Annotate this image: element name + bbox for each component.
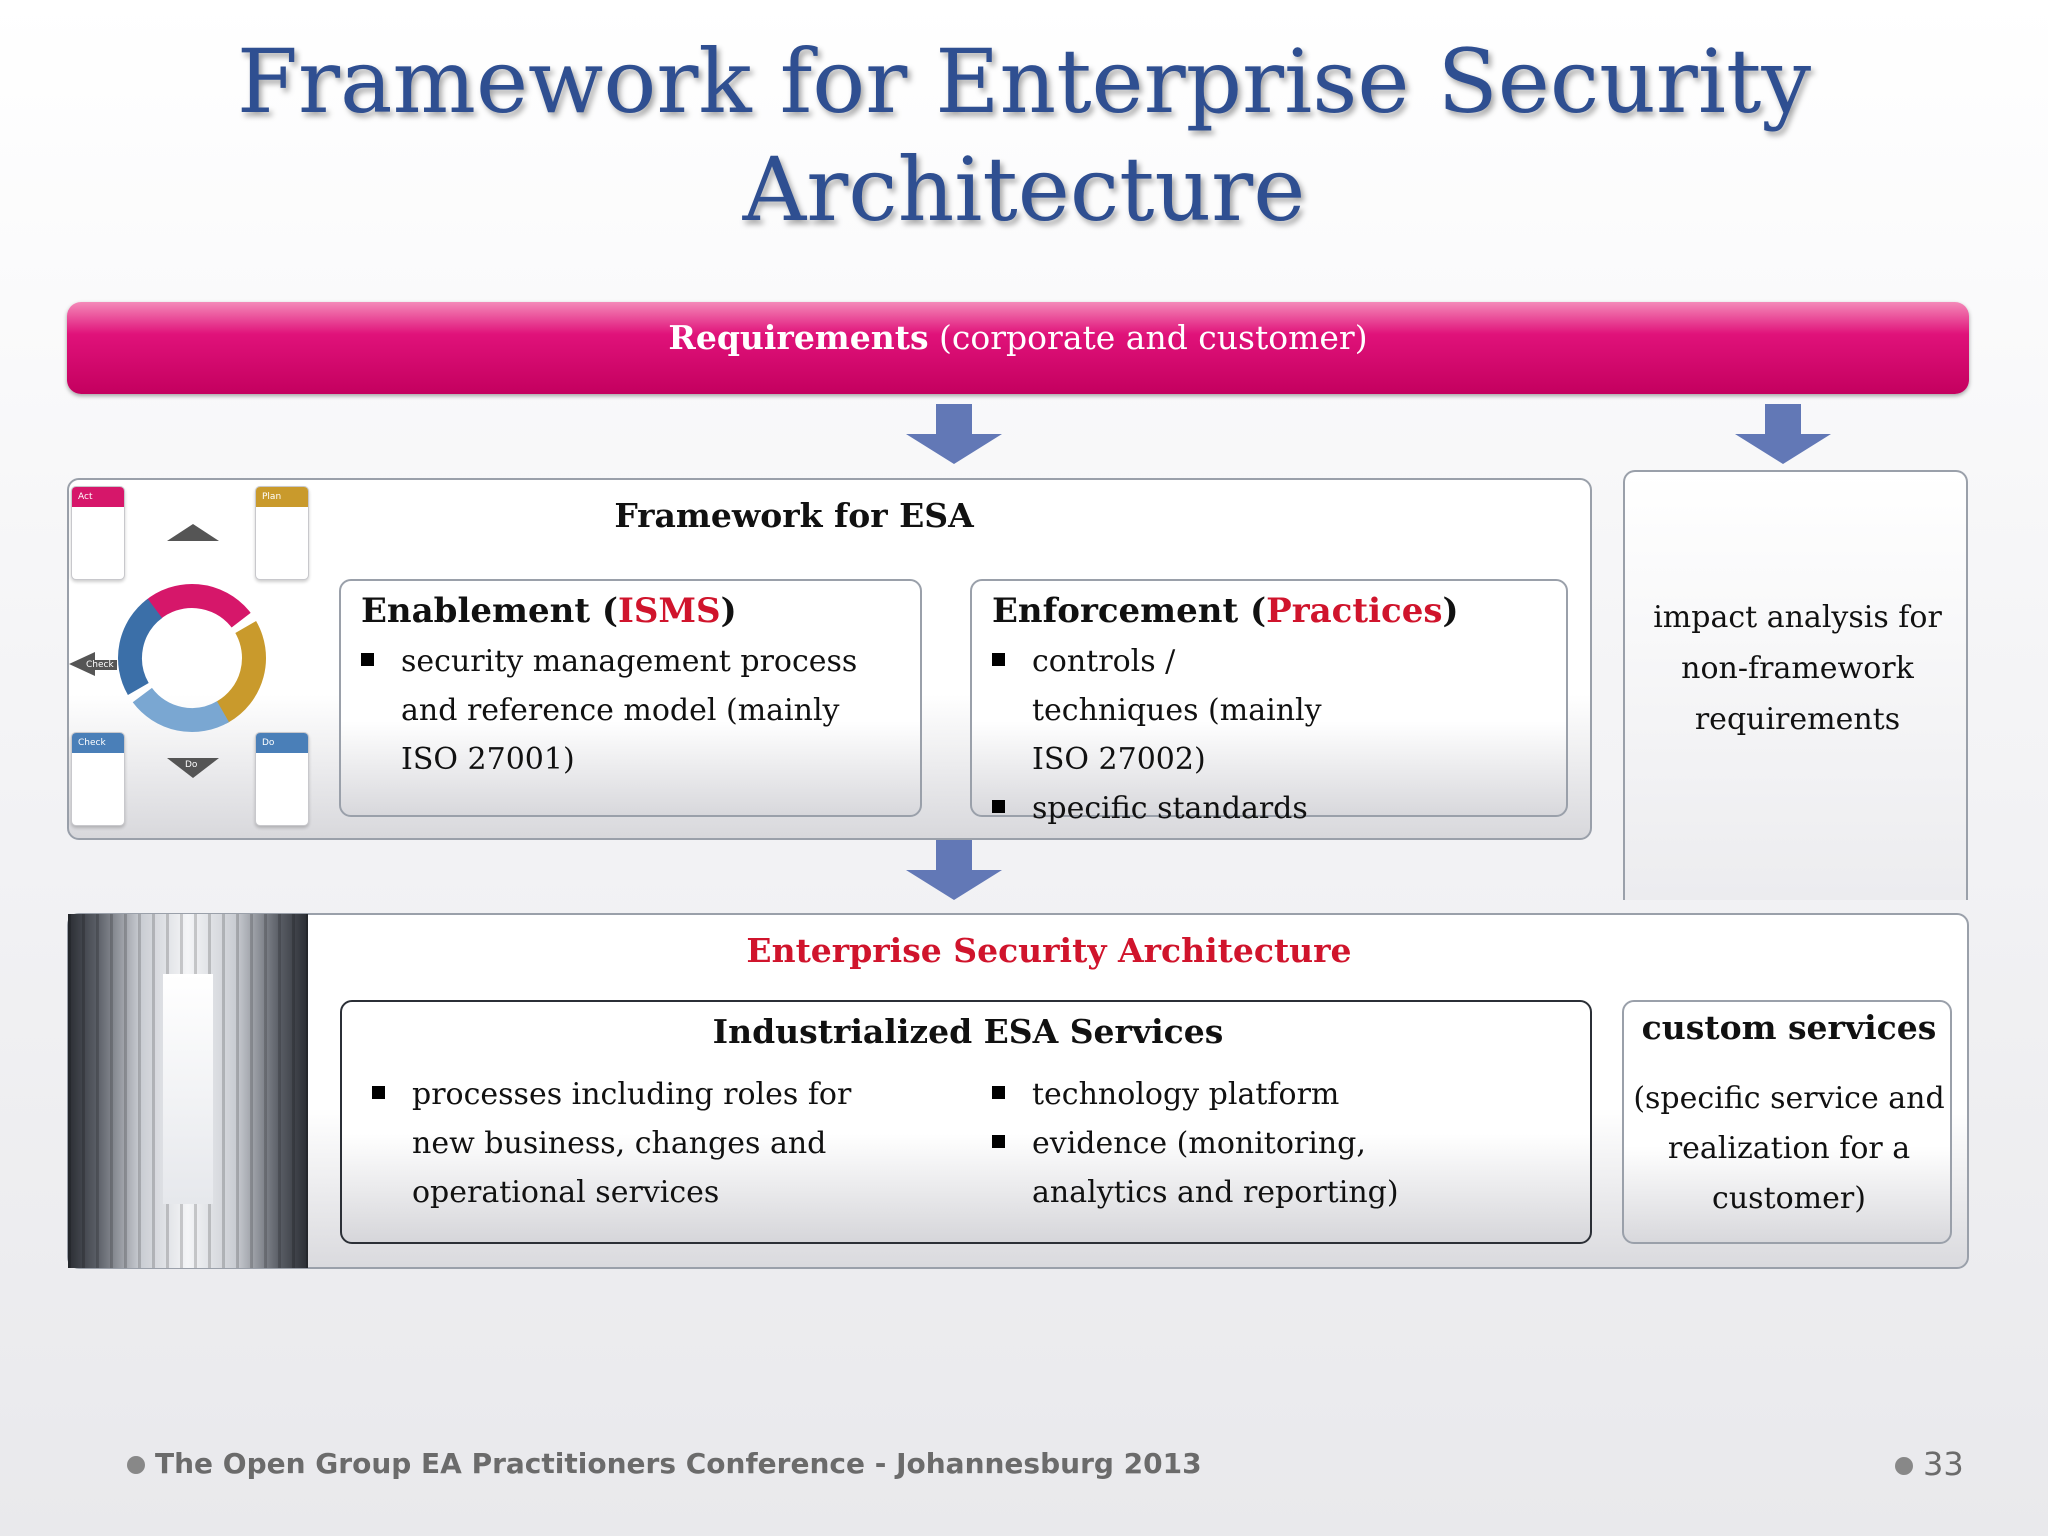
check-card: Check	[71, 732, 125, 826]
list-item: evidence (monitoring, analytics and repo…	[992, 1119, 1462, 1217]
framework-heading: Framework for ESA	[614, 496, 974, 535]
down-arrow-icon	[906, 404, 1002, 464]
plan-card: Plan	[255, 486, 309, 580]
list-item: technology platform	[992, 1070, 1462, 1119]
enablement-box: Enablement (ISMS) security management pr…	[339, 579, 922, 817]
list-item: security management process and referenc…	[361, 637, 900, 784]
industrialized-services-box: Industrialized ESA Services processes in…	[340, 1000, 1592, 1244]
enforcement-box: Enforcement (Practices) controls / techn…	[970, 579, 1568, 826]
industrialized-left-bullets: processes including roles for new busine…	[372, 1070, 892, 1217]
esa-heading: Enterprise Security Architecture	[746, 931, 1352, 970]
slide-title-line2: Architecture	[742, 138, 1306, 241]
footer: The Open Group EA Practitioners Conferen…	[127, 1447, 1202, 1480]
do-card: Do	[255, 732, 309, 826]
industrialized-heading: Industrialized ESA Services	[712, 1012, 1224, 1051]
datacenter-image	[68, 914, 308, 1268]
enforcement-heading: Enforcement (Practices)	[992, 591, 1459, 631]
do-label: Do	[185, 760, 198, 770]
footer-text: The Open Group EA Practitioners Conferen…	[155, 1447, 1202, 1480]
enforcement-bullets: controls / techniques (mainly ISO 27002)…	[992, 637, 1332, 833]
requirements-label: Requirements	[668, 318, 929, 357]
impact-analysis-text: impact analysis for non-framework requir…	[1653, 600, 1942, 737]
custom-services-heading: custom services	[1641, 1008, 1937, 1047]
enablement-heading: Enablement (ISMS)	[361, 591, 737, 631]
requirements-bar: Requirements (corporate and customer)	[67, 302, 1969, 394]
impact-analysis-panel: impact analysis for non-framework requir…	[1623, 470, 1968, 900]
bullet-dot-icon	[127, 1456, 145, 1474]
act-label: Act	[185, 544, 200, 554]
enablement-bullets: security management process and referenc…	[361, 637, 900, 784]
pdca-cycle-graphic: Act Plan Check Do Act Do Check	[69, 484, 309, 829]
requirements-subtitle: (corporate and customer)	[939, 318, 1368, 357]
custom-services-box: custom services (specific service and re…	[1622, 1000, 1952, 1244]
list-item: controls / techniques (mainly ISO 27002)	[992, 637, 1332, 784]
custom-services-text: (specific service and realization for a …	[1633, 1081, 1945, 1216]
slide-title: Framework for Enterprise Security Archit…	[0, 28, 2048, 244]
list-item: specific standards	[992, 784, 1332, 833]
act-card: Act	[71, 486, 125, 580]
industrialized-right-bullets: technology platform evidence (monitoring…	[992, 1070, 1462, 1217]
slide-title-line1: Framework for Enterprise Security	[236, 30, 1812, 133]
check-label: Check	[83, 660, 117, 670]
down-arrow-icon	[1735, 404, 1831, 464]
list-item: processes including roles for new busine…	[372, 1070, 892, 1217]
bullet-dot-icon	[1895, 1457, 1913, 1475]
cycle-arrows-icon	[69, 524, 266, 778]
page-number: 33	[1895, 1445, 1964, 1483]
down-arrow-icon	[906, 840, 1002, 900]
